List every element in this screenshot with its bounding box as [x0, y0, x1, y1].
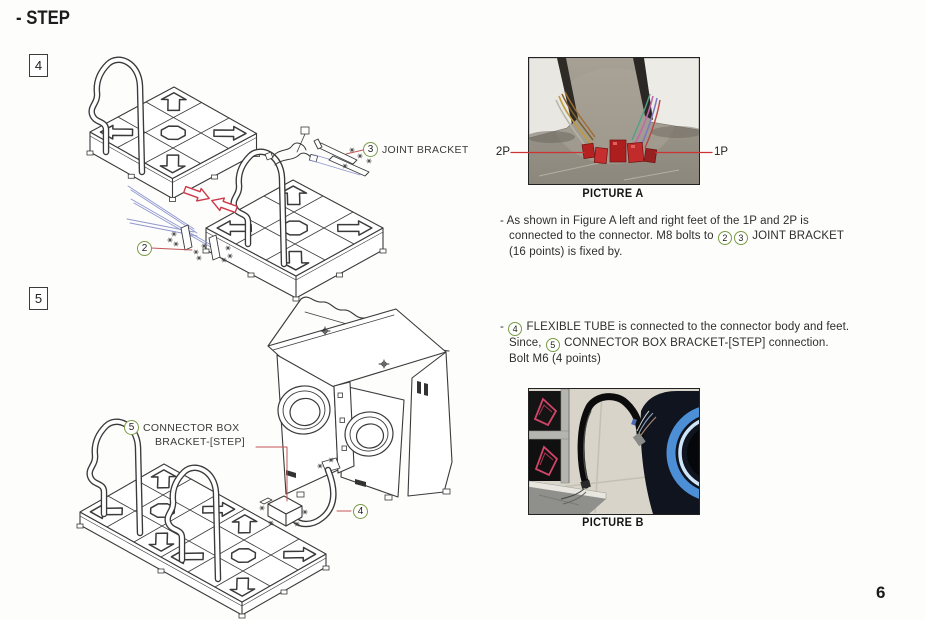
- callout-3-label: JOINT BRACKET: [382, 143, 469, 156]
- page-title: - STEP: [16, 8, 70, 29]
- inline-circled-number: 2: [717, 231, 732, 246]
- picture-a-2p-label: 2P: [495, 146, 510, 158]
- picture-b-art: [529, 389, 699, 514]
- callout-connector-box: 5 CONNECTOR BOX BRACKET-[STEP]: [124, 420, 245, 448]
- note-step-4: - As shown in Figure A left and right fe…: [500, 215, 845, 259]
- inline-circled-number: 3: [733, 231, 748, 246]
- picture-b-caption: PICTURE B: [582, 517, 644, 529]
- picture-a-1p-label: 1P: [714, 146, 729, 158]
- picture-a-caption: PICTURE A: [582, 188, 644, 200]
- picture-a-art: [529, 58, 699, 184]
- callout-5-number: 5: [124, 420, 139, 435]
- callout-4-number: 4: [353, 504, 368, 519]
- inline-circled-number: 5: [545, 338, 560, 352]
- callout-5-label-line2: BRACKET-[STEP]: [155, 436, 245, 448]
- callout-5-label-line1: CONNECTOR BOX: [143, 421, 240, 434]
- step-5-marker: 5: [29, 287, 48, 310]
- picture-a-photo: [528, 57, 700, 185]
- picture-b-photo: [528, 388, 700, 515]
- callout-3-number: 3: [363, 142, 378, 157]
- note-step-5: - 4 FLEXIBLE TUBE is connected to the co…: [500, 321, 850, 365]
- inline-circled-number: 4: [508, 322, 523, 336]
- callout-2-number: 2: [137, 241, 152, 256]
- callout-2: 2: [137, 241, 152, 256]
- callout-4: 4: [353, 504, 368, 519]
- page-number: 6: [876, 583, 886, 602]
- callout-joint-bracket: 3 JOINT BRACKET: [363, 142, 469, 157]
- step-4-marker: 4: [29, 54, 48, 77]
